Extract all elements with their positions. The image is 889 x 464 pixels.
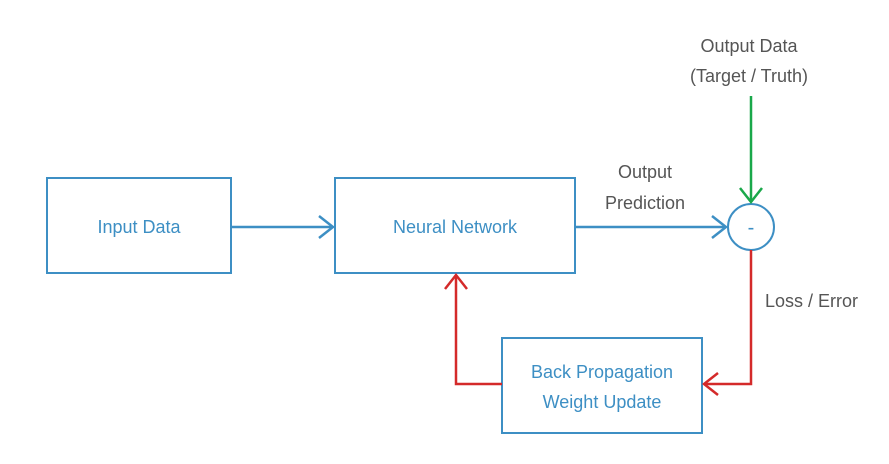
arrow-input-to-network-head [318,215,336,239]
arrow-input-to-network [231,215,336,239]
input-data-node: Input Data [46,177,232,274]
back-propagation-node: Back Propagation Weight Update [501,337,703,434]
output-data-label-line1: Output Data [700,36,798,56]
input-data-label: Input Data [97,217,181,237]
loss-error-label: Loss / Error [765,291,858,311]
neural-network-label: Neural Network [393,217,518,237]
input-data-box [46,177,232,274]
arrow-target-to-subtract [739,96,763,205]
back-propagation-label-line2: Weight Update [543,392,662,412]
subtract-node: - [727,203,775,251]
output-data-label-line2: (Target / Truth) [690,66,808,86]
neural-network-node: Neural Network [334,177,576,274]
arrow-loss-to-backprop [701,250,753,396]
back-propagation-box [501,337,703,434]
neural-network-box [334,177,576,274]
arrow-network-to-subtract-head [711,215,729,239]
arrow-backprop-to-network-head [444,272,468,290]
arrow-network-to-subtract [575,215,729,239]
arrow-backprop-to-network [444,272,502,386]
subtract-symbol: - [748,217,755,239]
arrow-backprop-to-network-line [454,275,502,386]
arrow-loss-to-backprop-head [701,372,719,396]
output-prediction-label-line1: Output [618,162,672,182]
arrow-loss-to-backprop-line [704,250,753,386]
arrow-target-to-subtract-head [739,187,763,205]
output-prediction-label-line2: Prediction [605,193,685,213]
back-propagation-label-line1: Back Propagation [531,362,673,382]
